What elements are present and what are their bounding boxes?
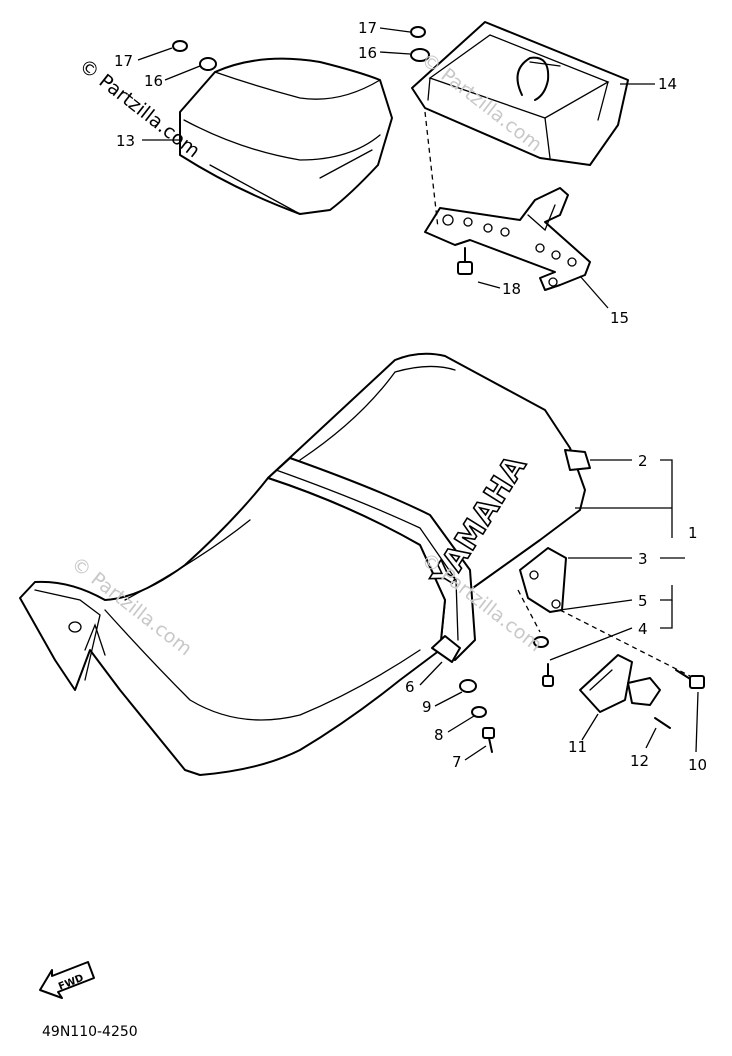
screw-under-seat [542, 663, 554, 687]
leader-lines [137, 27, 699, 761]
grommet-nut-right [410, 26, 430, 62]
callout-1: 1 [688, 524, 698, 542]
callout-2: 2 [638, 452, 648, 470]
callout-11: 11 [568, 738, 587, 756]
callouts: 17 16 13 17 16 14 18 15 2 1 3 5 4 6 9 8 … [114, 19, 707, 774]
storage-tray [411, 21, 629, 166]
callout-10: 10 [688, 756, 707, 774]
callout-6: 6 [405, 678, 415, 696]
callout-15: 15 [610, 309, 629, 327]
nut-8 [471, 706, 487, 718]
callout-17a: 17 [114, 52, 133, 70]
seat-lock-11 [579, 654, 661, 713]
seat-assembly [19, 352, 591, 776]
bolt-18 [457, 247, 473, 275]
bolt-10 [675, 669, 705, 689]
callout-12: 12 [630, 752, 649, 770]
bolt-7 [482, 727, 495, 753]
callout-18: 18 [502, 280, 521, 298]
callout-4: 4 [638, 620, 648, 638]
callout-5: 5 [638, 592, 648, 610]
callout-16a: 16 [144, 72, 163, 90]
callout-8: 8 [434, 726, 444, 744]
callout-13: 13 [116, 132, 135, 150]
part-code: 49N110-4250 [42, 1024, 138, 1040]
washer-9 [459, 679, 477, 693]
fwd-arrow-icon: FWD [39, 961, 95, 999]
grommet-nut-left [172, 40, 217, 71]
tray-bracket [424, 187, 591, 291]
seat-cover-bag [179, 57, 393, 215]
screw-12 [654, 717, 671, 729]
nut-4-5 [533, 636, 549, 648]
callout-14: 14 [658, 75, 677, 93]
callout-7: 7 [452, 753, 462, 771]
callout-3: 3 [638, 550, 648, 568]
callout-9: 9 [422, 698, 432, 716]
lock-bracket-3 [519, 547, 567, 613]
callout-16b: 16 [358, 44, 377, 62]
callout-17b: 17 [358, 19, 377, 37]
